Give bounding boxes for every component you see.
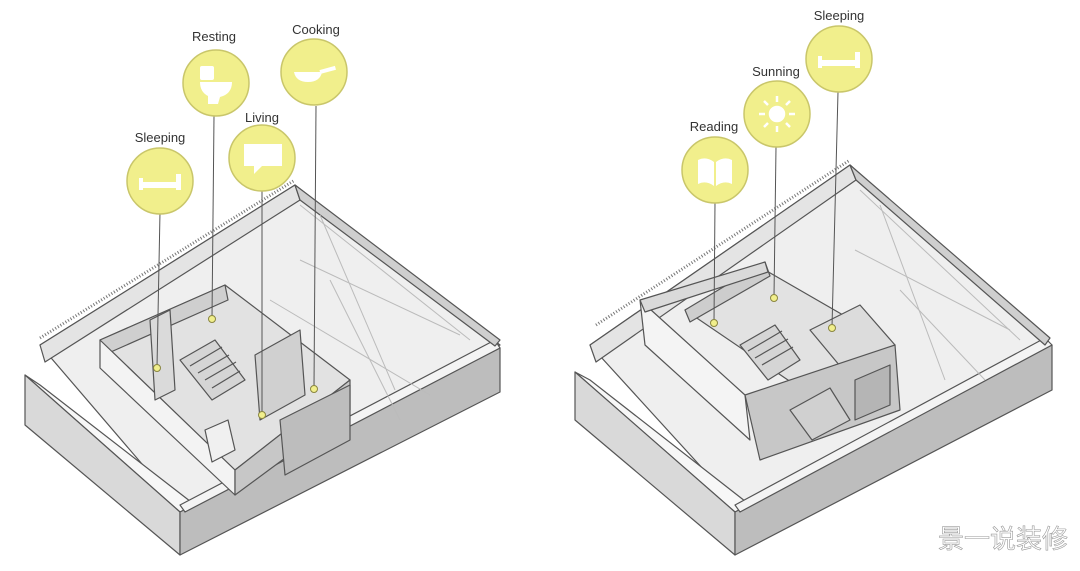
left-bubble-cooking: Cooking	[280, 22, 348, 393]
bubble-label: Sunning	[752, 64, 800, 79]
location-dot	[310, 385, 318, 393]
pan-icon	[294, 65, 336, 82]
right-bubble-sunning: Sunning	[743, 64, 811, 302]
leader-line	[773, 146, 777, 298]
left-partition-2	[254, 329, 306, 421]
bubble-circle	[126, 147, 194, 215]
leader-line	[211, 115, 215, 319]
left-fixture	[204, 419, 236, 463]
bubble-label: Sleeping	[135, 130, 186, 145]
left-fence	[39, 178, 296, 340]
bubble-label: Cooking	[292, 22, 340, 37]
book-icon	[698, 158, 732, 186]
right-house-model	[574, 158, 1053, 556]
bubble-label: Living	[245, 110, 279, 125]
location-dot	[828, 324, 836, 332]
bed-icon	[818, 52, 860, 68]
right-back-wall-right	[849, 164, 1051, 346]
left-partition-1	[149, 309, 176, 401]
leader-line	[313, 105, 317, 389]
speech-bubble-icon	[244, 144, 282, 174]
leader-line	[831, 91, 839, 328]
right-upper-left-wall	[639, 261, 769, 313]
bubble-label: Resting	[192, 29, 236, 44]
bubble-circle	[681, 136, 749, 204]
bubble-label: Sleeping	[814, 8, 865, 23]
bed-icon	[139, 174, 181, 190]
watermark-text: 景一说装修	[938, 525, 1068, 555]
bubble-circle	[805, 25, 873, 93]
right-window-panel	[854, 364, 891, 421]
right-right-wall-top	[734, 337, 1053, 513]
left-back-wall-right	[294, 184, 501, 347]
left-bubble-sleeping: Sleeping	[126, 130, 194, 372]
toilet-icon	[200, 66, 232, 104]
location-dot	[153, 364, 161, 372]
location-dot	[770, 294, 778, 302]
left-bubble-living: Living	[228, 110, 296, 419]
left-stair	[179, 339, 246, 401]
left-skylight-lines	[269, 204, 471, 421]
right-fence	[595, 158, 851, 327]
leader-line	[713, 201, 716, 323]
right-skylight-lines	[854, 189, 1021, 381]
sun-icon	[759, 96, 795, 132]
leader-line	[156, 211, 161, 368]
location-dot	[208, 315, 216, 323]
right-bubble-reading: Reading	[681, 119, 749, 327]
left-bubble-resting: Resting	[182, 29, 250, 323]
right-stair	[739, 324, 801, 381]
left-partition-3	[279, 384, 351, 476]
right-tall-wall	[639, 299, 751, 441]
right-bubble-sleeping: Sleeping	[805, 8, 873, 332]
location-dot	[258, 411, 266, 419]
right-entry-roof	[789, 387, 851, 441]
left-house-model	[24, 178, 501, 556]
bubble-label: Reading	[690, 119, 738, 134]
location-dot	[710, 319, 718, 327]
